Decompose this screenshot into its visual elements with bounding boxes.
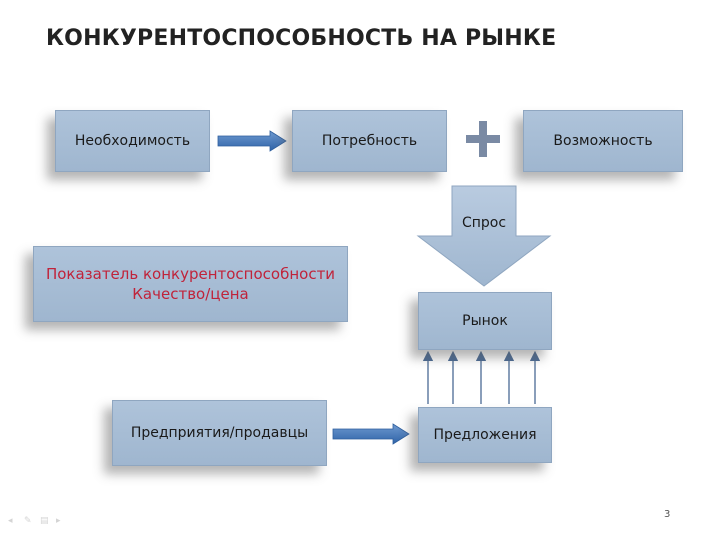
market-label: Рынок (462, 313, 508, 329)
offers-to-market-arrows (422, 350, 541, 404)
arrow-necessity-need (217, 130, 287, 152)
indicator-box: Показатель конкурентоспособности Качеств… (33, 246, 348, 322)
prev-icon[interactable]: ◂ (8, 516, 13, 526)
demand-label: Спрос (461, 215, 507, 231)
arrow-enterprises-offers (332, 423, 410, 445)
need-label: Потребность (321, 133, 418, 149)
next-icon[interactable]: ▸ (56, 516, 61, 526)
indicator-line1: Показатель конкурентоспособности (45, 265, 336, 283)
page-number: 3 (664, 509, 671, 520)
necessity-box: Необходимость (55, 110, 210, 172)
enterprises-label: Предприятия/продавцы (130, 425, 309, 441)
page-title: КОНКУРЕНТОСПОСОБНОСТЬ НА РЫНКЕ (46, 26, 557, 51)
offers-box: Предложения (418, 407, 552, 463)
offers-label: Предложения (433, 427, 537, 443)
opportunity-label: Возможность (553, 133, 653, 149)
plus-icon (466, 121, 500, 157)
opportunity-box: Возможность (523, 110, 683, 172)
necessity-label: Необходимость (74, 133, 191, 149)
pen-icon[interactable]: ✎ (24, 516, 32, 526)
enterprises-box: Предприятия/продавцы (112, 400, 327, 466)
need-box: Потребность (292, 110, 447, 172)
market-box: Рынок (418, 292, 552, 350)
slide-nav: ◂ ✎ ▤ ▸ (8, 516, 66, 526)
demand-arrow (416, 185, 552, 287)
indicator-line2: Качество/цена (132, 285, 249, 303)
menu-icon[interactable]: ▤ (40, 516, 49, 526)
